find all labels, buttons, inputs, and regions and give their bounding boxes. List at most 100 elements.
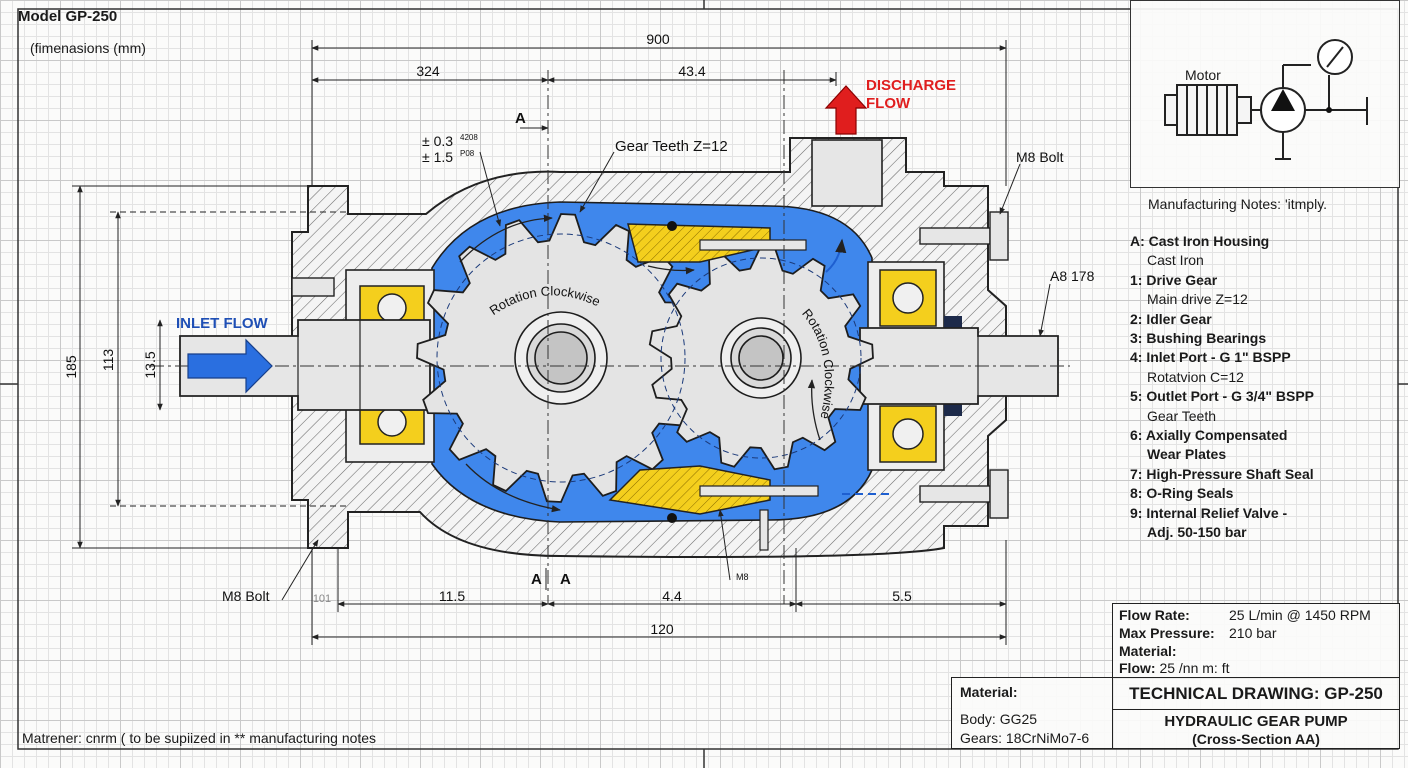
dim-top-left: 324 xyxy=(416,63,440,79)
dim-113: 113 xyxy=(100,349,116,372)
parts-list-subitem: Adj. 50-150 bar xyxy=(1147,524,1247,541)
parts-list-subitem: Cast Iron xyxy=(1147,252,1204,269)
gear-hub xyxy=(534,331,588,385)
drawing-title: TECHNICAL DRAWING: GP-250 xyxy=(1113,684,1399,710)
parts-list-item: 5: Outlet Port - G 3/4" BSPP xyxy=(1130,388,1315,405)
parts-list-item: 4: Inlet Port - G 1" BSPP xyxy=(1130,349,1291,366)
dim-bottom-small: 101 xyxy=(313,593,331,605)
parts-list-item: 9: Internal Relief Valve - xyxy=(1130,504,1288,521)
tolerance-1-sup: 4208 xyxy=(460,133,478,142)
rotation-arrow xyxy=(807,379,821,441)
spec-material-label: Material: xyxy=(1119,643,1177,659)
tolerance-2-sup: P08 xyxy=(460,149,475,158)
discharge-channel xyxy=(811,139,883,207)
parts-list-item: 3: Bushing Bearings xyxy=(1130,330,1267,347)
parts-list-subitem: Gear Teeth xyxy=(1147,407,1217,424)
leader-shaft xyxy=(1038,283,1051,337)
parts-list-item: 8: O-Ring Seals xyxy=(1130,485,1234,502)
units-note: (fimenasions (mm) xyxy=(30,40,146,56)
leader-small-tag xyxy=(718,509,731,581)
materials-body: Body: GG25 xyxy=(960,711,1038,727)
parts-list-item: 2: Idler Gear xyxy=(1130,310,1212,327)
max-pressure-label: Max Pressure: xyxy=(1119,625,1215,641)
shaft-label: A8 178 xyxy=(1050,268,1095,284)
o-ring xyxy=(667,513,677,523)
materials-gears: Gears: 18CrNiMo7-6 xyxy=(960,730,1090,746)
motor-label: Motor xyxy=(1185,67,1221,83)
dim-13-5: 13.5 xyxy=(142,351,158,378)
wear-plate-top xyxy=(627,223,771,263)
leader-gear-teeth xyxy=(579,151,615,213)
internal-flow-arrow xyxy=(825,238,847,273)
drawing-frame xyxy=(17,8,1399,750)
wear-plate-bottom xyxy=(608,465,771,515)
gear-teeth-label: Gear Teeth Z=12 xyxy=(615,138,728,155)
parts-list-item: 7: High-Pressure Shaft Seal xyxy=(1130,465,1314,482)
m8-bolt-bottom xyxy=(919,469,1009,519)
section-label-bottom-right: A xyxy=(560,571,571,588)
wear-plate-bottom-rod xyxy=(699,485,819,497)
discharge-flow-label-2: FLOW xyxy=(866,95,911,112)
section-label-bottom-left: A xyxy=(531,571,542,588)
wear-plate-top-rod xyxy=(699,239,807,251)
footer-note: Matrener: cnrm ( to be supiized in ** ma… xyxy=(22,730,377,746)
title-block: TECHNICAL DRAWING: GP-250 HYDRAULIC GEAR… xyxy=(1112,677,1400,749)
bearing-ball xyxy=(377,407,407,437)
dim-top-right: 43.4 xyxy=(678,63,705,79)
o-ring xyxy=(667,221,677,231)
rotation-arrow xyxy=(459,214,553,263)
gear-hub xyxy=(738,335,784,381)
parts-list-subitem: Rotatvion C=12 xyxy=(1147,368,1244,385)
bearing-ball xyxy=(377,293,407,323)
rotation-arrow xyxy=(647,265,695,275)
leader-m8-top xyxy=(999,163,1021,215)
pitch-circle xyxy=(660,257,862,459)
m8-bolt-top-label: M8 Bolt xyxy=(1016,149,1064,165)
leader-m8-bottom xyxy=(281,539,319,601)
spec-flow-value: 25 /nn m: ft xyxy=(1159,660,1230,676)
materials-header: Material: xyxy=(960,684,1018,700)
parts-list-item: 1: Drive Gear xyxy=(1130,271,1218,288)
discharge-flow-arrow xyxy=(824,85,868,135)
bearing-ball xyxy=(892,418,924,450)
m8-bolt-top xyxy=(919,211,1009,261)
idler-gear xyxy=(648,245,874,471)
dim-bottom-2: 4.4 xyxy=(662,588,682,604)
motor-schematic: Motor xyxy=(1130,0,1400,188)
relief-valve-pin xyxy=(759,509,769,551)
dim-top-overall: 900 xyxy=(646,31,670,47)
drawing-subtitle: HYDRAULIC GEAR PUMP xyxy=(1164,713,1348,730)
parts-list-subitem: Wear Plates xyxy=(1147,446,1227,463)
tolerance-2: ± 1.5 xyxy=(422,149,453,165)
discharge-flow-label-1: DISCHARGE xyxy=(866,77,956,94)
parts-list-item: A: Cast Iron Housing xyxy=(1130,233,1270,249)
bearing-ball xyxy=(892,282,924,314)
pitch-circle xyxy=(436,233,686,483)
spec-box: Flow Rate: 25 L/min @ 1450 RPM Max Pressu… xyxy=(1112,603,1400,679)
parts-list-subitem: Main drive Z=12 xyxy=(1147,291,1248,308)
drawing-section: (Cross-Section AA) xyxy=(1192,731,1320,747)
model-title: Model GP-250 xyxy=(18,8,118,25)
leader-tolerance xyxy=(479,151,502,227)
parts-list-item: 6: Axially Compensated xyxy=(1130,427,1288,444)
materials-block: Material: Body: GG25 Gears: 18CrNiMo7-6 xyxy=(951,677,1114,749)
dim-bottom-1: 11.5 xyxy=(439,588,465,604)
m8-bolt-bottom-label: M8 Bolt xyxy=(222,588,270,604)
dim-bottom-overall: 120 xyxy=(650,621,674,637)
dim-bottom-3: 5.5 xyxy=(892,588,912,604)
spec-flow-label: Flow: xyxy=(1119,660,1156,676)
dim-185: 185 xyxy=(63,355,79,379)
small-bolt-left xyxy=(291,277,335,297)
inlet-flow-arrow xyxy=(187,338,273,394)
flow-rate-label: Flow Rate: xyxy=(1119,607,1190,623)
manufacturing-notes-title: Manufacturing Notes: 'itmply. xyxy=(1148,196,1328,212)
flow-rate-value: 25 L/min @ 1450 RPM xyxy=(1229,607,1371,623)
rotation-arrow xyxy=(465,463,561,513)
max-pressure-value: 210 bar xyxy=(1229,625,1277,641)
inlet-flow-label: INLET FLOW xyxy=(176,315,268,332)
section-label-top: A xyxy=(515,110,526,127)
tolerance-1: ± 0.3 xyxy=(422,133,453,149)
small-tag: M8 xyxy=(736,572,749,582)
